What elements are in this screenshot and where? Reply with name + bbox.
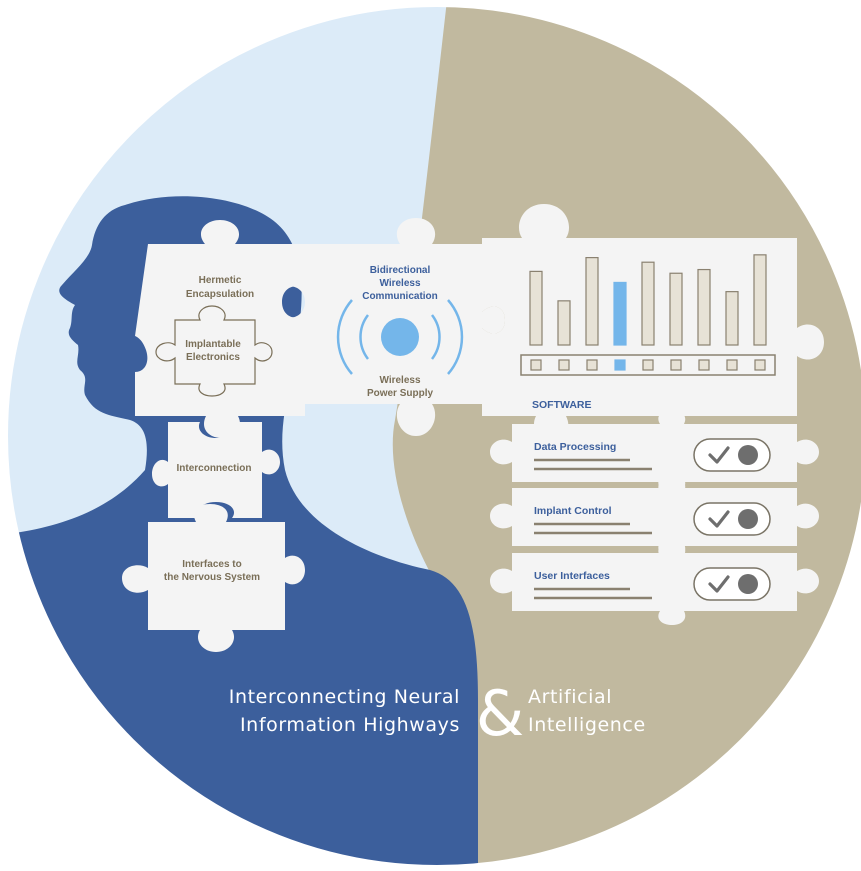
software-bar (585, 257, 599, 346)
software-row-label: Data Processing (534, 441, 616, 453)
interconnection-label: Interconnection (176, 463, 251, 474)
software-row-label: Implant Control (534, 505, 612, 517)
toggle-knob (738, 509, 758, 529)
implantable-label: Implantable (185, 339, 241, 350)
software-slider-cell (698, 359, 710, 371)
title-right-line2: Intelligence (528, 714, 646, 736)
check-icon (708, 575, 730, 593)
signal-wave-right-outer-icon (447, 299, 464, 375)
software-bar (669, 272, 683, 346)
communication-label: Communication (362, 291, 438, 302)
software-slider-cell (642, 359, 654, 371)
software-slider-cell (614, 359, 626, 371)
software-bar (529, 270, 543, 346)
toggle-knob (738, 445, 758, 465)
software-row-toggle[interactable] (693, 502, 771, 536)
piece-implantable-electronics: Implantable Electronics (155, 305, 273, 397)
software-bar-chart (529, 254, 767, 346)
piece-wireless-communication: Bidirectional Wireless Communication Wir… (282, 218, 505, 436)
software-slider-cell (754, 359, 766, 371)
ampersand: & (476, 677, 524, 750)
software-row-piece (490, 410, 819, 496)
software-row-piece (490, 539, 819, 625)
software-slider-cells (530, 359, 766, 371)
circle-outline (6, 5, 861, 867)
software-slider-cell (726, 359, 738, 371)
power-wireless-label: Wireless (379, 375, 420, 386)
software-row: Data Processing (490, 410, 819, 496)
software-slider-cell (558, 359, 570, 371)
software-row: Implant Control (490, 474, 819, 560)
software-slider-cell (530, 359, 542, 371)
software-slider-cell (586, 359, 598, 371)
signal-wave-left-inner-icon (359, 314, 370, 360)
piece-software: SOFTWARE (482, 204, 824, 438)
toggle-knob (738, 574, 758, 594)
software-row-label: User Interfaces (534, 570, 610, 582)
encapsulation-label: Encapsulation (186, 289, 254, 300)
power-supply-label: Power Supply (367, 388, 434, 399)
piece-interfaces-nervous-system: Interfaces to the Nervous System (122, 504, 305, 652)
signal-dot-icon (381, 318, 419, 356)
software-bar (613, 281, 627, 346)
software-label: SOFTWARE (532, 399, 592, 411)
software-row-piece (490, 474, 819, 560)
interfaces-label-1: Interfaces to (182, 559, 241, 570)
check-icon (708, 510, 730, 528)
bidirectional-label: Bidirectional (370, 265, 431, 276)
software-slider-cell (670, 359, 682, 371)
piece-interconnection: Interconnection (152, 422, 280, 518)
signal-wave-right-inner-icon (430, 314, 441, 360)
signal-wave-left-outer-icon (336, 299, 353, 375)
software-row: User Interfaces (490, 539, 819, 625)
wireless-label: Wireless (379, 278, 420, 289)
check-icon (708, 446, 730, 464)
software-bar (641, 261, 655, 346)
software-bar (725, 291, 739, 346)
hermetic-label: Hermetic (199, 275, 242, 286)
software-slider-track (520, 354, 776, 376)
title-right-line1: Artificial (528, 686, 612, 708)
software-bar (697, 268, 711, 346)
electronics-label: Electronics (186, 352, 240, 363)
software-bar (557, 300, 571, 346)
software-bar (753, 254, 767, 346)
title-left-line1: Interconnecting Neural (229, 686, 460, 708)
interfaces-label-2: the Nervous System (164, 572, 260, 583)
software-row-toggle[interactable] (693, 438, 771, 472)
title-left-line2: Information Highways (240, 714, 460, 736)
software-row-toggle[interactable] (693, 567, 771, 601)
